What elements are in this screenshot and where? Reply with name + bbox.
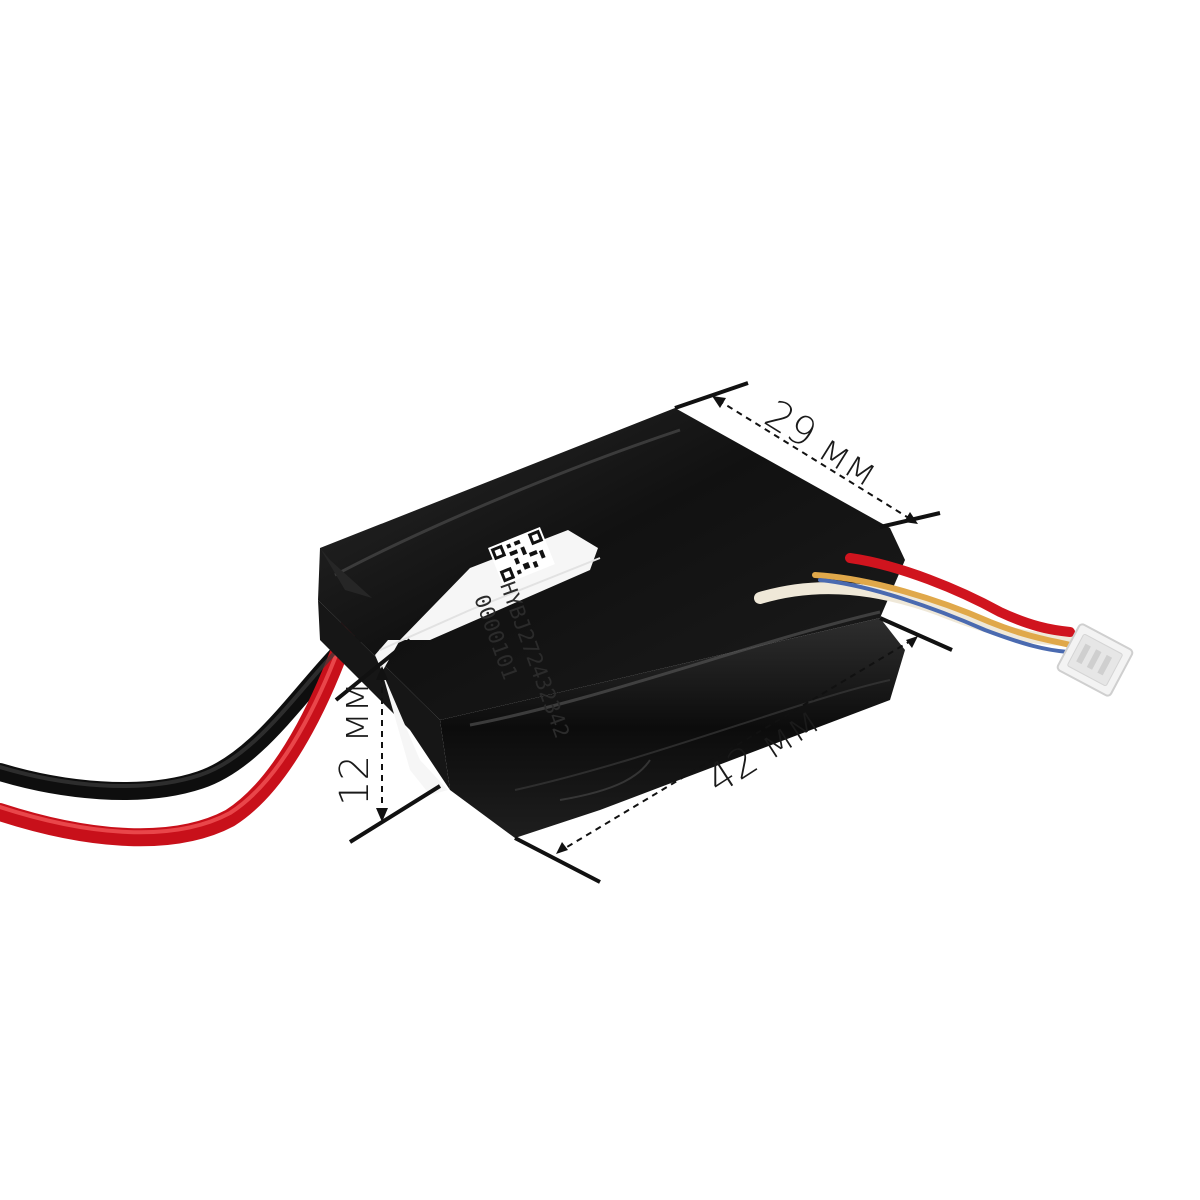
qr-code-icon [488,527,555,586]
height-label: 12 мм [332,682,378,806]
left-wires [0,619,361,847]
battery-body [318,408,905,838]
right-wires [754,553,1076,654]
red-wire-right [845,553,1075,637]
red-wire [0,619,357,847]
blue-wire [818,578,1070,654]
dimension-height: 12 мм [332,638,442,844]
black-wire [0,631,361,801]
label-band [375,530,598,795]
yellow-wire [812,572,1073,648]
battery-top-face [318,408,905,720]
connector [1056,623,1134,697]
battery-side-left [318,600,450,790]
battery-side-front [440,618,905,838]
